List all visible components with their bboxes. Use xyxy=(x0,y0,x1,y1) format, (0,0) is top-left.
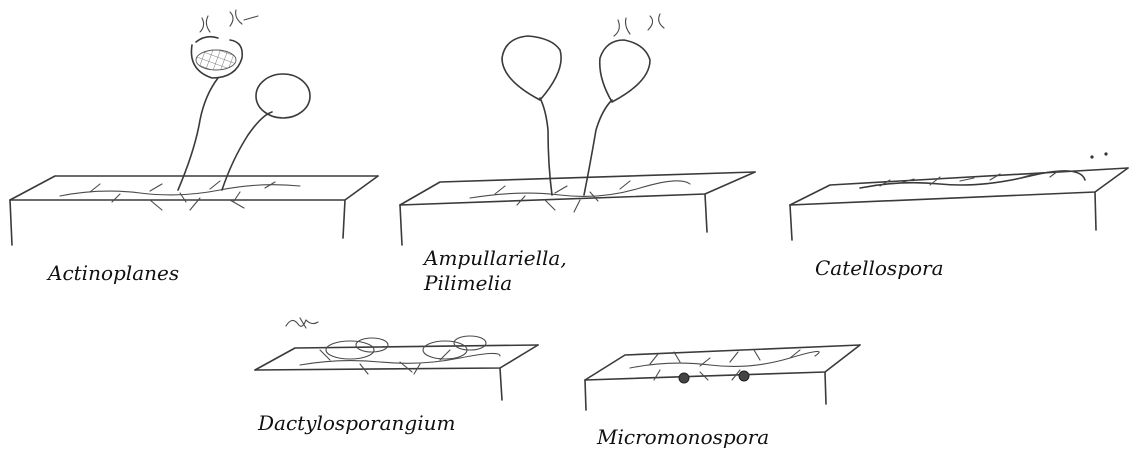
substrate-block xyxy=(585,345,860,410)
substrate-block xyxy=(400,172,755,245)
motile-spore xyxy=(614,14,664,36)
label-micromonospora: Micromonospora xyxy=(597,426,769,448)
panel-actinoplanes xyxy=(10,10,378,245)
panel-micromonospora xyxy=(585,345,860,410)
sporangiophore xyxy=(540,98,612,195)
sporangium-closed xyxy=(256,74,310,118)
panel-dactylosporangium xyxy=(255,318,538,400)
motile-spore xyxy=(286,318,318,328)
label-ampullariella: Ampullariella, xyxy=(424,247,567,269)
label-pilimelia: Pilimelia xyxy=(424,272,512,294)
label-actinoplanes: Actinoplanes xyxy=(48,262,179,284)
label-dactylosporangium: Dactylosporangium xyxy=(258,412,455,434)
motile-spore xyxy=(200,10,258,32)
sporangium-right xyxy=(600,40,650,102)
mycelium xyxy=(300,350,500,374)
sporangium-open xyxy=(191,37,242,78)
panel-catellospora xyxy=(790,152,1128,240)
sporangium-left xyxy=(502,36,561,100)
substrate-block xyxy=(10,176,378,245)
sporangiophore xyxy=(178,78,272,190)
panel-ampullariella xyxy=(400,14,755,245)
substrate-block xyxy=(790,168,1128,240)
label-catellospora: Catellospora xyxy=(815,257,944,279)
spore-chain xyxy=(860,152,1108,188)
